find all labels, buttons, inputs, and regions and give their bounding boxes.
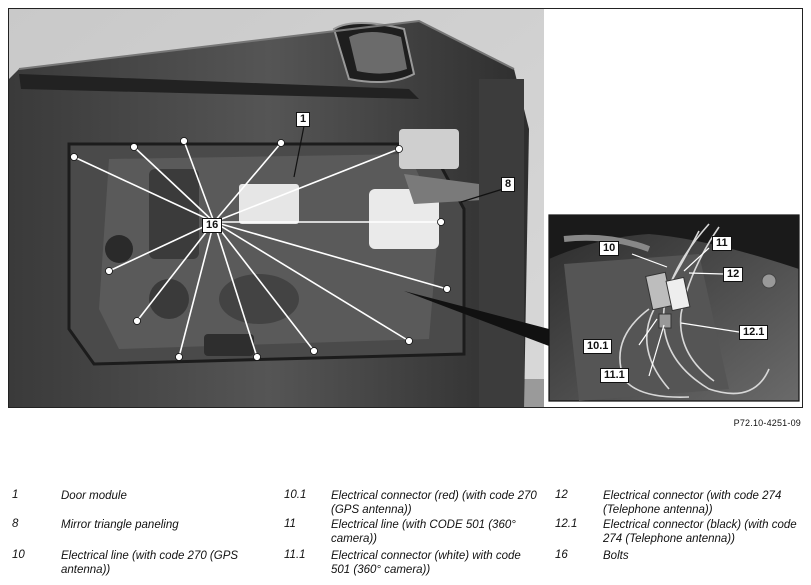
callout-12: 12 [723,267,744,282]
legend-number: 10 [12,549,25,561]
callout-16: 16 [202,218,223,233]
legend-number: 11 [284,518,296,530]
legend-text: Electrical connector (red) (with code 27… [331,490,537,516]
bolt-markers [70,137,451,361]
callout-11-1: 11.1 [600,368,629,383]
legend-number: 12 [555,489,568,501]
legend-number: 1 [12,489,19,501]
legend-number: 8 [12,518,19,530]
callout-1: 1 [296,112,311,127]
legend-text: Electrical connector (with code 274 (Tel… [603,490,782,516]
legend-number: 16 [555,549,568,561]
legend-number: 12.1 [555,518,578,530]
callout-12-1: 12.1 [739,325,769,340]
door-figure: 1 8 16 10 11 12 10.1 11.1 12.1 [8,8,803,408]
figure-reference: P72.10-4251-09 [733,418,801,428]
door-illustration [9,9,800,407]
legend-text: Mirror triangle paneling [61,519,179,531]
callout-10: 10 [599,241,620,256]
bolt-leader-lines [73,140,448,358]
legend-text: Electrical line (with code 270 (GPS ante… [61,550,239,576]
legend-number: 11.1 [284,549,306,561]
callout-8: 8 [501,177,516,192]
legend-text: Electrical connector (white) with code 5… [331,550,521,576]
legend-number: 10.1 [284,489,307,501]
callout-10-1: 10.1 [583,339,613,354]
legend-text: Electrical line (with CODE 501 (360° cam… [331,519,516,545]
legend-text: Bolts [603,550,629,562]
legend-text: Door module [61,490,127,502]
callout-11: 11 [712,236,732,251]
legend-text: Electrical connector (black) (with code … [603,519,797,545]
legend: 1 Door module 8 Mirror triangle paneling… [0,486,811,585]
